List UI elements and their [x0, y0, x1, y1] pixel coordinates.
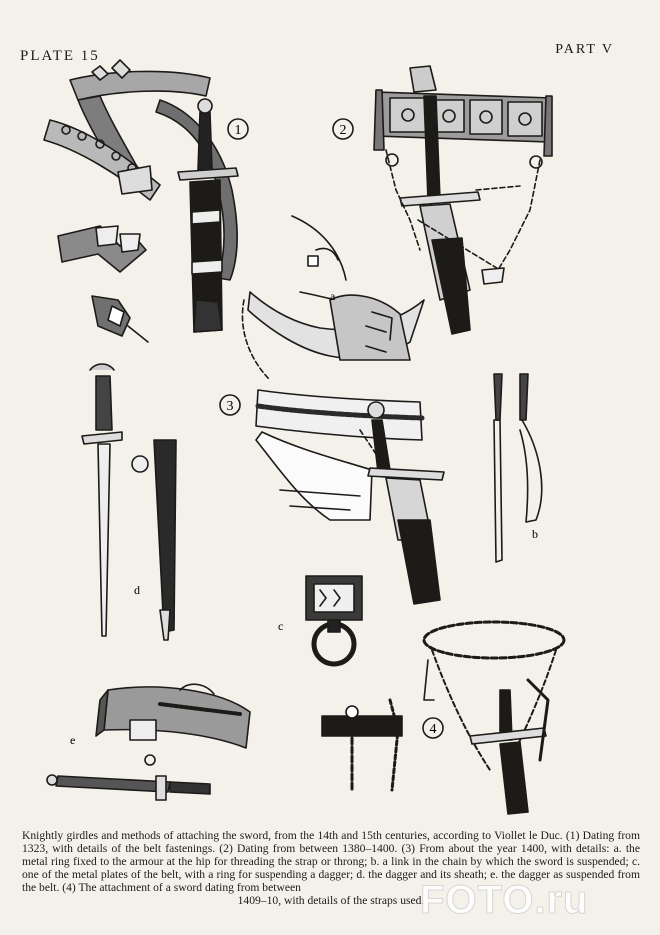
figure-3-armour-sword [241, 291, 445, 605]
figure-3-number: 3 [227, 399, 234, 414]
detail-a-armour-ring [291, 215, 351, 305]
part-title: PART V [555, 42, 614, 57]
detail-e-label: e [70, 733, 75, 747]
detail-c-label: c [278, 619, 283, 633]
detail-c-belt-plate [305, 575, 363, 667]
detail-b-label: b [532, 527, 538, 541]
figure-4-number: 4 [430, 722, 437, 737]
figure-3-circle [219, 394, 241, 416]
figure-4-sword-attachment [422, 620, 566, 815]
plate-caption: Knightly girdles and methods of attachin… [22, 829, 640, 907]
figure-1-number: 1 [235, 123, 242, 138]
plate-title: PLATE 15 [20, 48, 100, 64]
figure-2-belt-sword [373, 65, 553, 335]
detail-d-dagger-sheath [81, 363, 177, 641]
detail-chain-strap [321, 698, 403, 792]
figure-2-number: 2 [340, 123, 347, 138]
caption-last-line: 1409–10, with details of the straps used… [237, 894, 425, 907]
detail-e-dagger-belt [46, 683, 251, 801]
figure-4-circle [422, 717, 444, 739]
figure-1-circle [227, 118, 249, 140]
figure-2-circle [332, 118, 354, 140]
detail-d-label: d [134, 583, 140, 597]
detail-a-label: a [330, 289, 336, 303]
caption-text: Knightly girdles and methods of attachin… [22, 829, 640, 894]
detail-b-chain-link [493, 373, 543, 563]
figure-1-belt-sword [43, 59, 239, 343]
